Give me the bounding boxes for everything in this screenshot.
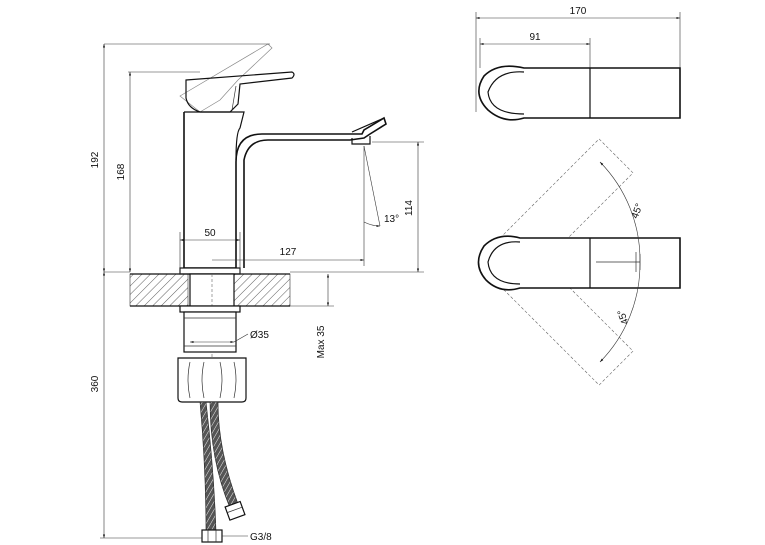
countertop-left xyxy=(129,273,189,307)
dim-thread: G3/8 xyxy=(250,532,272,543)
dim-hose-length: 360 xyxy=(90,375,101,392)
dim-overall-height: 192 xyxy=(90,151,101,168)
dim-reach: 127 xyxy=(280,247,297,258)
swivel-handle xyxy=(477,235,681,291)
fixing-nut xyxy=(177,357,247,403)
side-view: 192 168 360 50 127 114 13° Max 35 xyxy=(90,43,424,543)
hose-fitting-left xyxy=(201,529,223,543)
top-view: 170 91 xyxy=(475,6,681,121)
dim-hole-diameter: Ø35 xyxy=(250,330,269,341)
aerator xyxy=(351,136,371,145)
dim-spout-angle: 13° xyxy=(384,214,399,225)
dim-spout-height: 168 xyxy=(116,163,127,180)
dim-swivel-upper: 45° xyxy=(630,202,646,220)
washer xyxy=(179,305,241,313)
dim-top-overall-length: 170 xyxy=(570,6,587,17)
base-flange xyxy=(179,267,241,275)
top-view-handle xyxy=(478,65,681,121)
countertop-right xyxy=(233,273,291,307)
dim-outlet-height: 114 xyxy=(404,200,415,216)
handle-open-ghost xyxy=(179,43,273,113)
swivel-view: 45° 45° xyxy=(477,138,681,386)
dim-base-width: 50 xyxy=(204,228,216,239)
hose-fitting-right xyxy=(224,500,246,521)
dim-top-body-length: 91 xyxy=(529,32,541,43)
dim-swivel-lower: 45° xyxy=(616,308,632,326)
handle xyxy=(185,71,295,113)
dim-max-thickness: Max 35 xyxy=(316,325,327,358)
faucet-body xyxy=(183,112,387,269)
